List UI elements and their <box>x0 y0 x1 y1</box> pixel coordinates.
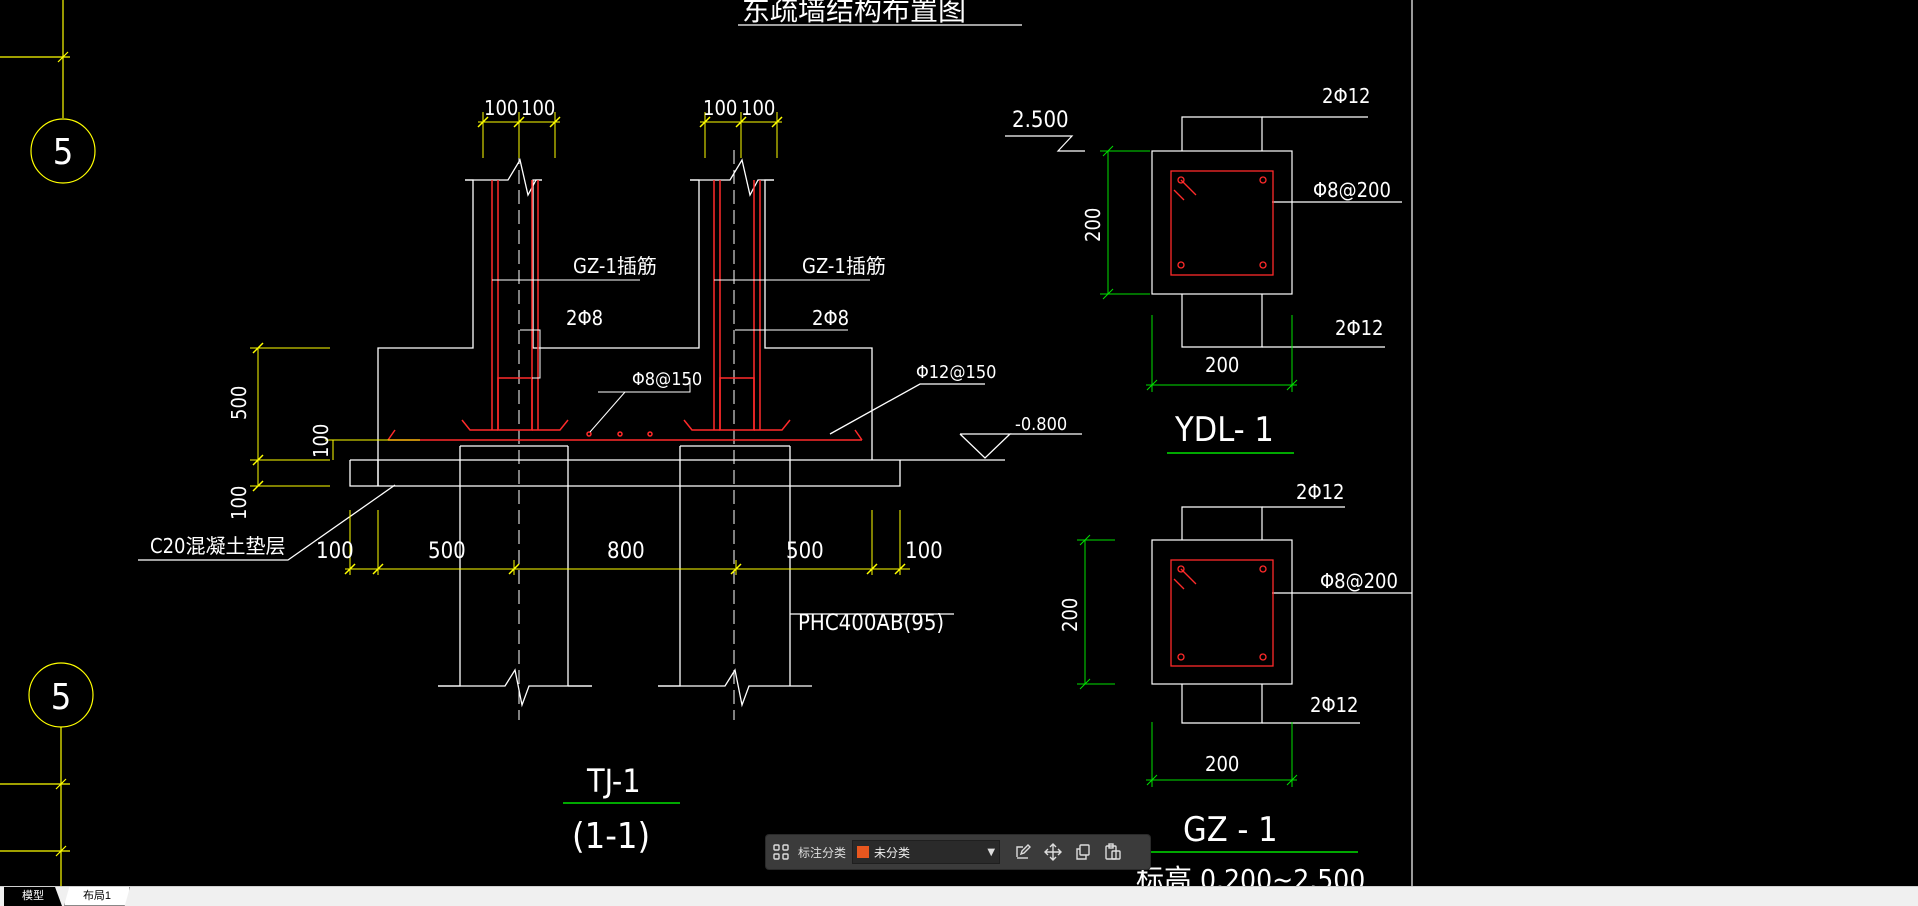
label-gz-rebar-right: GZ-1插筋 <box>802 254 886 278</box>
dim-100-right: 100 <box>905 539 943 564</box>
dim-vert-500: 500 <box>227 386 251 420</box>
dim-500-left: 500 <box>428 539 466 564</box>
ydl-dim-200-horiz: 200 <box>1205 353 1239 377</box>
dim-vert-100-b: 100 <box>227 486 251 520</box>
label-cushion: C20混凝土垫层 <box>150 534 285 558</box>
drawing-canvas[interactable]: 东疏墙结构布置图 5 5 <box>0 0 1918 886</box>
label-pile: PHC400AB(95) <box>798 611 944 636</box>
ydl-phi8-200: Φ8@200 <box>1313 178 1391 202</box>
layout-tab-bar: 模型 布局1 <box>0 886 1918 906</box>
move-icon[interactable] <box>1038 837 1068 867</box>
tab-layout1[interactable]: 布局1 <box>64 887 130 906</box>
dropdown-arrow-icon: ▼ <box>987 846 996 858</box>
gz-dim-200-horiz: 200 <box>1205 752 1239 776</box>
title-section: (1-1) <box>572 816 650 857</box>
grid-apps-icon[interactable] <box>766 837 796 867</box>
annotation-category-label: 标注分类 <box>798 845 847 860</box>
elev-top: 2.500 <box>1012 108 1069 133</box>
dim-800: 800 <box>607 539 645 564</box>
label-phi12-150: Φ12@150 <box>916 362 996 383</box>
label-elev-bottom: -0.800 <box>1015 414 1067 435</box>
category-select[interactable]: 未分类 ▼ <box>852 840 1001 864</box>
gz-2phi12-top: 2Φ12 <box>1296 480 1345 504</box>
edit-icon[interactable] <box>1008 837 1038 867</box>
dim-col-a-100-1: 100 <box>484 96 518 120</box>
dim-100-left: 100 <box>316 539 354 564</box>
axis-bubble-upper: 5 <box>53 132 74 173</box>
dim-500-right: 500 <box>786 539 824 564</box>
annotation-category-toolbar: 标注分类 未分类 ▼ <box>766 835 1150 869</box>
title-gz: GZ - 1 <box>1183 810 1278 850</box>
ydl-2phi12-bottom: 2Φ12 <box>1335 316 1384 340</box>
label-2phi8-right: 2Φ8 <box>812 306 849 330</box>
copy-icon[interactable] <box>1068 837 1098 867</box>
dim-vert-100-a: 100 <box>309 424 333 458</box>
dim-col-b-100-2: 100 <box>741 96 775 120</box>
label-phi8-150: Φ8@150 <box>632 369 702 390</box>
category-color-swatch <box>857 846 870 858</box>
category-value: 未分类 <box>874 845 911 860</box>
dim-col-a-100-2: 100 <box>521 96 555 120</box>
gz-phi8-200: Φ8@200 <box>1320 569 1398 593</box>
tab-model[interactable]: 模型 <box>4 887 62 906</box>
ydl-dim-200-vert: 200 <box>1081 208 1105 242</box>
ydl-2phi12-top: 2Φ12 <box>1322 84 1371 108</box>
label-2phi8-left: 2Φ8 <box>566 306 603 330</box>
paste-icon[interactable] <box>1098 837 1128 867</box>
gz-2phi12-bottom: 2Φ12 <box>1310 693 1359 717</box>
title-tj: TJ-1 <box>586 762 641 800</box>
sheet-title: 东疏墙结构布置图 <box>742 0 966 27</box>
bottom-elevation-text: 标高 0.200~2.500 <box>1136 863 1365 886</box>
gz-dim-200-vert: 200 <box>1058 598 1082 632</box>
dim-col-b-100-1: 100 <box>703 96 737 120</box>
label-gz-rebar-left: GZ-1插筋 <box>573 254 657 278</box>
title-ydl: YDL- 1 <box>1174 410 1274 450</box>
axis-bubble-lower: 5 <box>51 677 72 718</box>
